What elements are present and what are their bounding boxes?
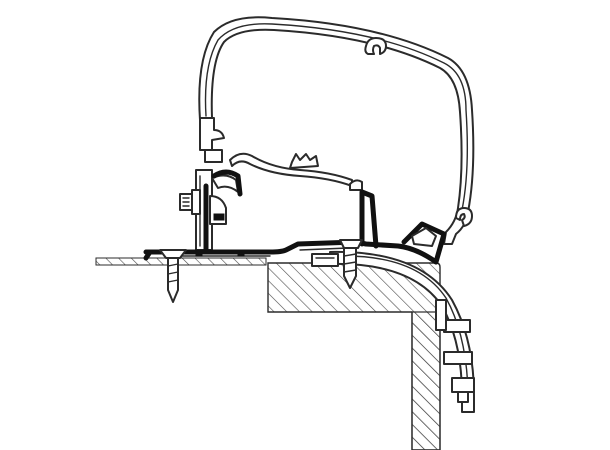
screw-fasteners — [159, 239, 363, 303]
bracket-bolt — [179, 189, 201, 215]
awning-cassette — [198, 16, 475, 245]
left-screw — [159, 249, 187, 303]
corner-trim-profile — [329, 250, 475, 413]
anchor-clip — [311, 253, 339, 267]
adapter-rail — [143, 189, 447, 265]
wall-block — [267, 262, 441, 450]
roof-panel — [95, 257, 267, 266]
right-screw — [339, 239, 363, 289]
mounting-bracket — [179, 169, 243, 253]
